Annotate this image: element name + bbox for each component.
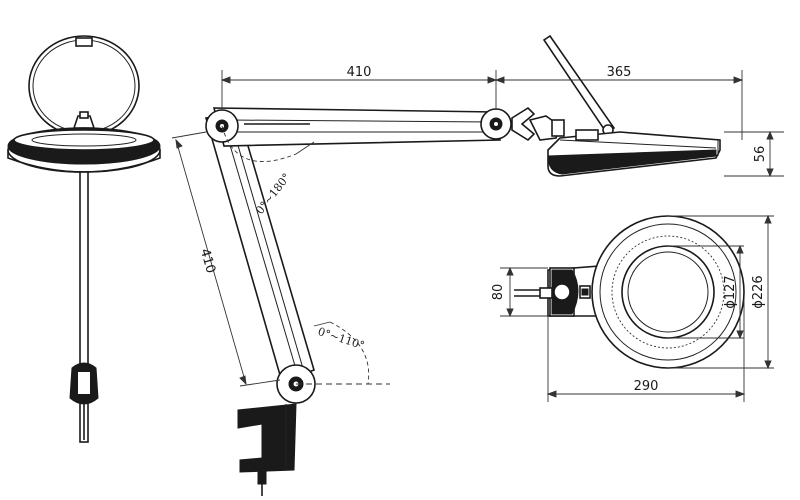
cover-clip xyxy=(75,37,93,47)
lens xyxy=(621,245,715,339)
head-top-view xyxy=(514,215,745,369)
dimension-lines xyxy=(171,70,784,402)
front-view xyxy=(7,35,161,443)
table-clamp xyxy=(237,403,297,473)
dim-head-reach: 365 xyxy=(607,65,632,80)
wing-knob xyxy=(511,106,536,142)
dim-arm-upper: 410 xyxy=(347,65,372,80)
angle-lower-joint: 0°~110° xyxy=(316,325,366,352)
raised-cover xyxy=(542,34,616,134)
dim-lens-diameter: ϕ127 xyxy=(723,275,738,308)
upper-arm xyxy=(212,107,501,147)
side-view-arm xyxy=(204,106,536,496)
dim-head-depth: 80 xyxy=(491,284,506,301)
dim-base-height: 56 xyxy=(753,146,768,163)
head-side-view xyxy=(528,34,721,177)
dim-head-diameter: ϕ226 xyxy=(751,275,766,308)
dim-head-length: 290 xyxy=(634,379,659,394)
dim-arm-lower: 410 xyxy=(197,247,218,275)
front-pole xyxy=(79,171,89,443)
